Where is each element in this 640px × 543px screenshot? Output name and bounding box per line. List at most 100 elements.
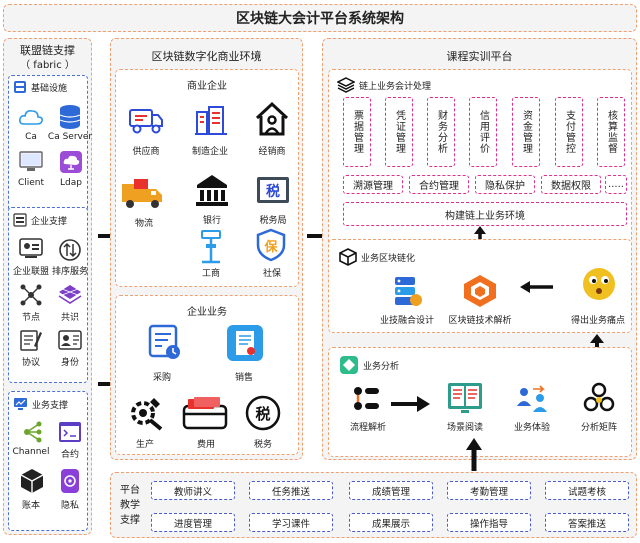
identity-icon <box>58 330 82 350</box>
page-title: 区块链大会计平台系统架构 <box>236 11 404 27</box>
expense-icon <box>182 397 228 430</box>
row-item-2: 隐私保护 <box>475 175 535 194</box>
blockchain-item-0: 业技融合设计 <box>379 316 435 326</box>
bank-icon <box>196 175 228 206</box>
scene-reading-icon <box>448 383 482 413</box>
commerce-item-6: 工商 <box>201 269 221 279</box>
svg-text:税: 税 <box>266 183 280 200</box>
vertical-item-1: 凭证管理 <box>385 97 413 167</box>
commerce-box: 商业企业 供应商 制造企业 经销商 物流 银行 税 税务局 工商 保 社保 <box>115 69 299 287</box>
support-item-8[interactable]: 操作指导 <box>447 513 531 532</box>
taxation-icon: 税 <box>245 395 281 431</box>
biz-item-1: 销售 <box>234 373 254 383</box>
process-parse-icon <box>354 387 379 410</box>
support-item-1[interactable]: 任务推送 <box>249 481 333 500</box>
pain-point-icon <box>583 268 615 300</box>
enterprise-item-3: 共识 <box>60 313 80 323</box>
vertical-item-6: 核算监督 <box>597 97 625 167</box>
arrow-pain-to-tech <box>520 281 553 293</box>
infra-item-2: Client <box>17 178 45 188</box>
business-box: 业务支撑 Channel 合约 账本 隐私 <box>8 391 88 531</box>
support-item-3[interactable]: 考勤管理 <box>447 481 531 500</box>
purchase-icon <box>148 324 180 359</box>
row-item-0: 溯源管理 <box>343 175 403 194</box>
privacy-icon <box>61 469 79 493</box>
consensus-icon <box>58 285 82 304</box>
ca-icon <box>19 110 43 125</box>
row-item-4: ..... <box>605 175 627 194</box>
enterprise-icon <box>13 213 27 227</box>
ledger-icon <box>20 469 44 493</box>
support-item-9[interactable]: 答案推送 <box>545 513 629 532</box>
left-title: 联盟链支撑 <box>20 44 75 57</box>
biz-item-4: 税务 <box>253 440 273 450</box>
business-item-3: 隐私 <box>60 501 80 511</box>
support-item-6[interactable]: 学习课件 <box>249 513 333 532</box>
ca-server-icon <box>59 105 81 129</box>
infra-item-3: Ldap <box>60 178 82 188</box>
ordering-icon <box>59 239 81 261</box>
blockchain-header: 业务区块链化 <box>361 253 416 264</box>
infra-item-1: Ca Server <box>47 132 93 142</box>
biz-item-3: 费用 <box>196 440 216 450</box>
right-title: 课程实训平台 <box>446 50 513 63</box>
logistics-icon <box>122 179 162 208</box>
node-icon <box>20 284 42 306</box>
chain-env: 构建链上业务环境 <box>343 202 627 226</box>
enterprise-item-1: 排序服务 <box>51 267 89 277</box>
commerce-item-1: 制造企业 <box>191 147 229 157</box>
manufacturer-icon <box>195 106 227 135</box>
blockchain-item-1: 区块链技术解析 <box>448 316 512 326</box>
middle-title: 区块链数字化商业环境 <box>151 50 262 63</box>
row-item-1: 合约管理 <box>409 175 469 194</box>
support-item-5[interactable]: 进度管理 <box>151 513 235 532</box>
enterprise-business-box: 企业业务 采购 销售 生产 费用 税 税务 <box>115 295 299 455</box>
commerce-item-7: 社保 <box>262 269 282 279</box>
tax-bureau-icon: 税 <box>257 177 289 203</box>
enterprise-item-4: 协议 <box>21 358 41 368</box>
client-icon <box>19 151 43 171</box>
left-subtitle: （ fabric ） <box>20 60 75 71</box>
social-security-icon: 保 <box>256 228 286 262</box>
infra-icon <box>14 81 26 93</box>
right-panel: 课程实训平台 链上业务会计处理 票据管理 凭证管理 财务分析 信用评价 资金管理… <box>322 38 637 460</box>
infra-header: 基础设施 <box>31 83 68 94</box>
analysis-item-2: 业务体验 <box>513 423 551 433</box>
biz-item-2: 生产 <box>135 440 155 450</box>
analysis-item-0: 流程解析 <box>349 423 387 433</box>
arrow-process-to-scene <box>391 396 430 412</box>
infra-box: 基础设施 Ca Ca Server Client Ldap <box>8 75 92 229</box>
ldap-icon <box>60 151 82 173</box>
production-icon <box>131 398 163 431</box>
commerce-item-4: 银行 <box>202 216 222 226</box>
commerce-bureau-icon <box>201 230 221 264</box>
enterprise-item-2: 节点 <box>21 313 41 323</box>
analysis-item-3: 分析矩阵 <box>580 423 618 433</box>
biz-header: 企业业务 <box>187 307 227 318</box>
biz-item-0: 采购 <box>152 373 172 383</box>
business-blockchain-box: 业务区块链化 业技融合设计 区块链技术解析 得出业务痛点 <box>328 239 632 333</box>
support-item-2[interactable]: 成绩管理 <box>349 481 433 500</box>
support-item-0[interactable]: 教师讲义 <box>151 481 235 500</box>
vertical-item-5: 支付管控 <box>555 97 583 167</box>
arrow-bottom-to-analysis <box>466 438 482 471</box>
supplier-icon <box>129 109 163 134</box>
support-item-7[interactable]: 成果展示 <box>349 513 433 532</box>
infra-item-0: Ca <box>25 132 37 142</box>
row-item-3: 数据权限 <box>541 175 601 194</box>
vertical-item-4: 资金管理 <box>512 97 540 167</box>
blockchain-tech-icon <box>464 275 496 307</box>
cube-icon <box>339 248 357 266</box>
left-panel: 联盟链支撑 （ fabric ） 基础设施 Ca Ca Server Clien… <box>3 38 92 535</box>
analysis-icon <box>340 356 358 374</box>
bottom-panel: 平台教学支撑 教师讲义 任务推送 成绩管理 考勤管理 试题考核 进度管理 学习课… <box>110 472 637 538</box>
enterprise-box: 企业支撑 企业联盟 排序服务 节点 共识 协议 身份 <box>8 207 88 383</box>
sales-icon <box>227 325 263 361</box>
commerce-item-3: 物流 <box>134 219 154 229</box>
tech-fusion-icon <box>395 277 422 306</box>
enterprise-item-0: 企业联盟 <box>12 267 50 277</box>
chain-header: 链上业务会计处理 <box>359 81 432 92</box>
protocol-icon <box>20 330 42 351</box>
commerce-item-0: 供应商 <box>132 147 160 157</box>
support-item-4[interactable]: 试题考核 <box>545 481 629 500</box>
